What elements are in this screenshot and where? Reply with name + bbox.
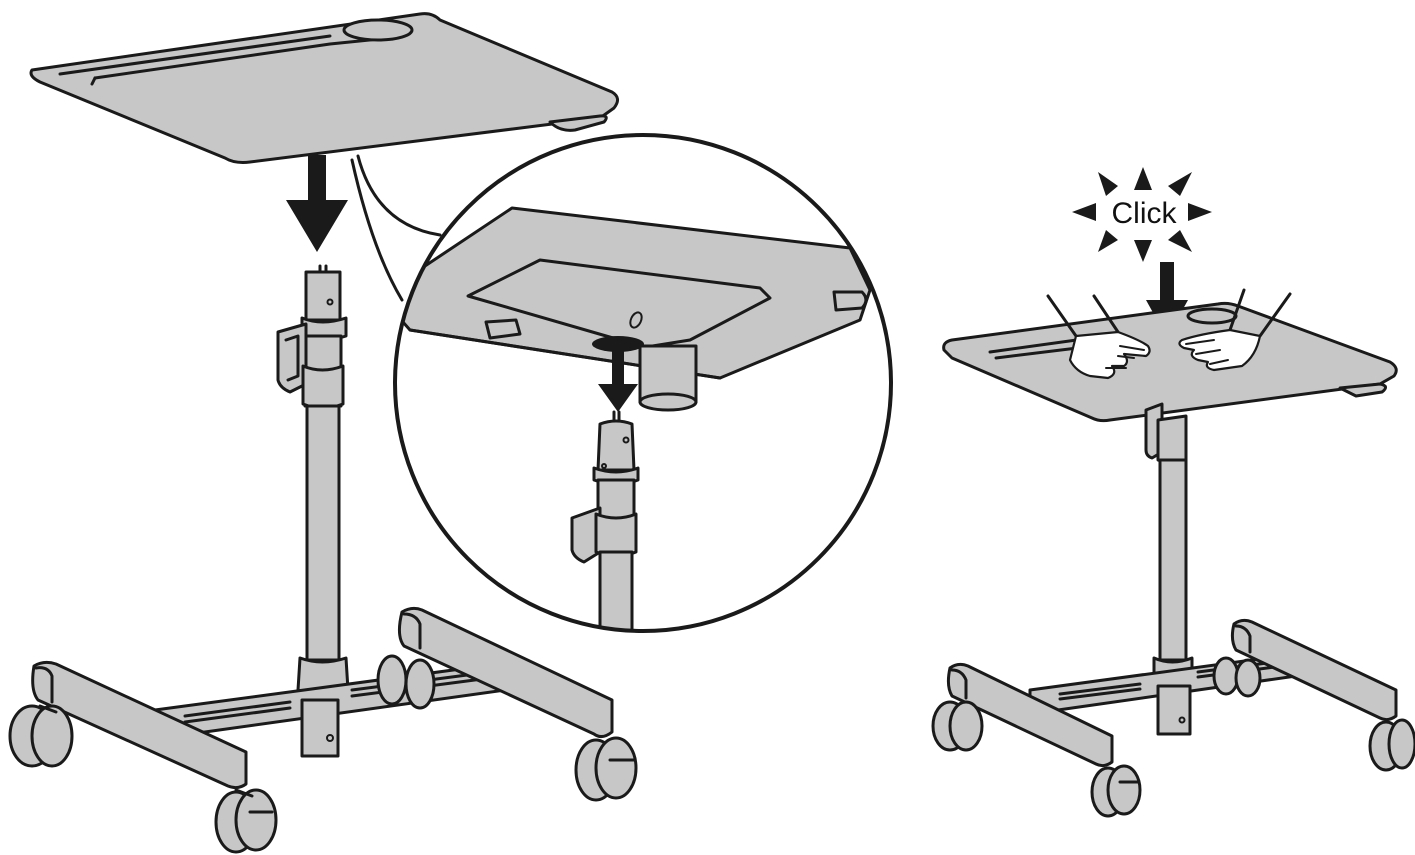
caster-wheel-icon: [574, 736, 638, 802]
right-tabletop: [942, 301, 1398, 423]
caster-wheel-icon: [376, 654, 436, 710]
down-arrow-icon: [286, 155, 348, 252]
hand-icon: [1046, 294, 1151, 380]
caster-wheel-icon: [1212, 656, 1262, 698]
caster-wheel-icon: [1368, 718, 1415, 772]
caster-wheel-icon: [214, 788, 278, 854]
left-tabletop: [29, 12, 619, 164]
caster-wheel-icon: [1090, 764, 1142, 818]
zoom-leader-line-lower: [350, 158, 404, 302]
detail-zoom-circle: [393, 133, 893, 633]
zoom-leader-line-upper: [356, 154, 442, 237]
hand-icon: [1178, 288, 1292, 372]
click-label: Click: [1112, 197, 1178, 230]
left-table-assembly: [8, 12, 638, 854]
caster-wheel-icon: [931, 700, 984, 752]
left-pole: [276, 264, 350, 696]
click-burst-icon: [1072, 167, 1212, 262]
right-pole: [1144, 402, 1194, 690]
right-table-assembly: Click: [931, 167, 1415, 818]
caster-wheel-icon: [8, 704, 74, 768]
down-arrow-icon: [598, 350, 638, 412]
